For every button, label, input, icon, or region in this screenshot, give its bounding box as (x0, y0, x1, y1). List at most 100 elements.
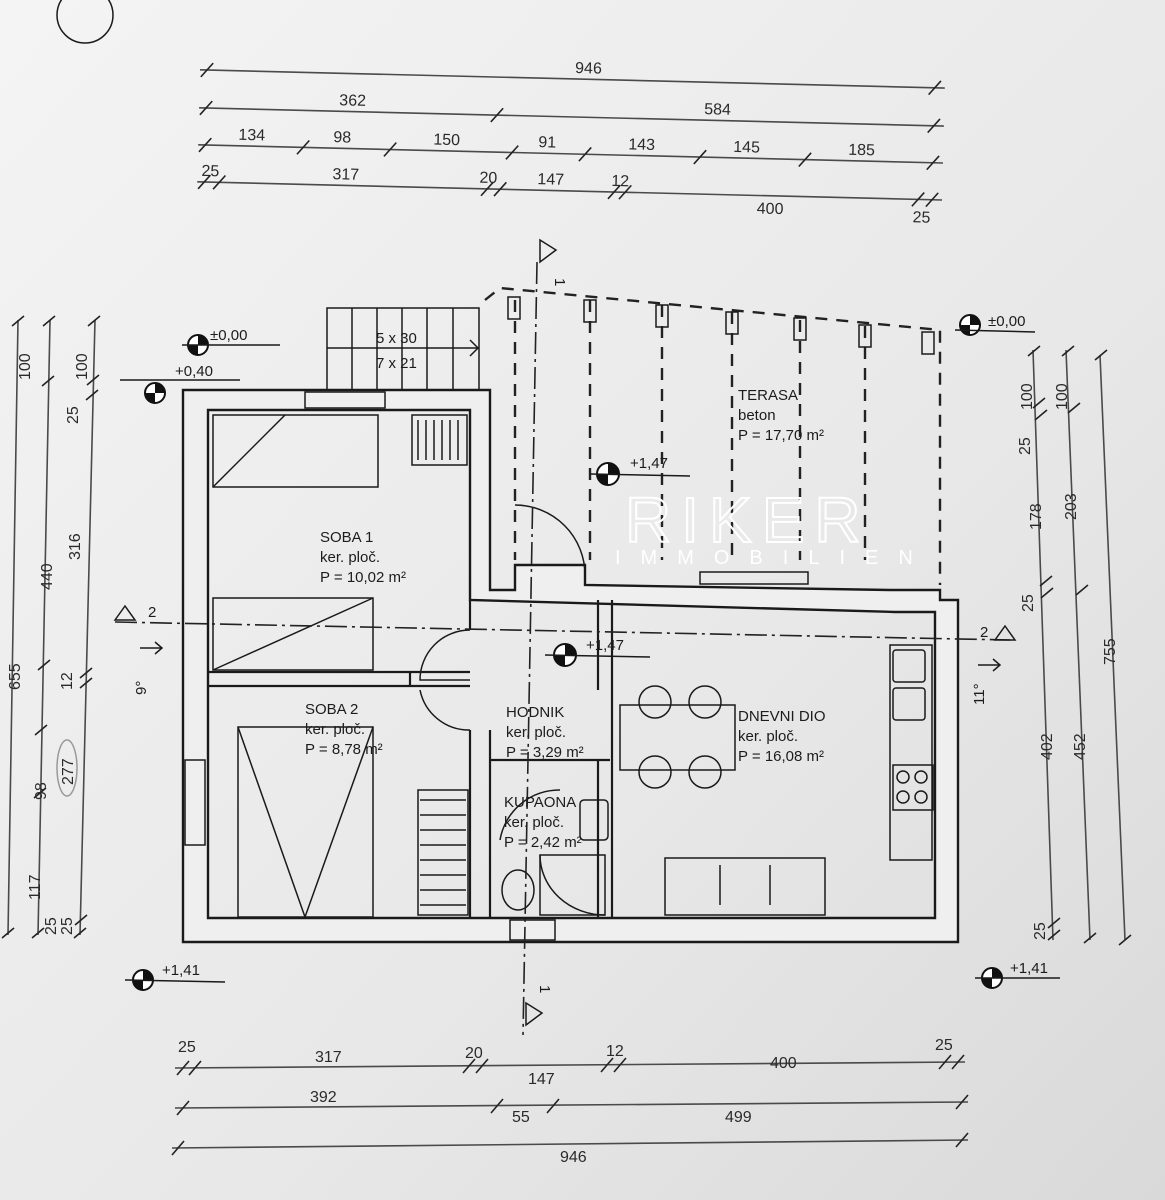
section-2-left-label: 2 (148, 604, 156, 621)
dim-top-147: 147 (537, 171, 564, 189)
dim-top-20: 20 (479, 170, 497, 187)
stairs-steps-2: 7 x 21 (376, 355, 417, 372)
dim-bottom-400: 400 (770, 1055, 797, 1072)
dim-top-overall: 946 (575, 60, 602, 78)
svg-text:P = 2,42 m²: P = 2,42 m² (504, 834, 582, 851)
dim-top-584: 584 (704, 101, 731, 119)
dim-top-12: 12 (611, 173, 629, 190)
svg-text:P = 16,08 m²: P = 16,08 m² (738, 748, 824, 765)
dim-right-755: 755 (1102, 638, 1119, 665)
window-bathroom (509, 919, 556, 941)
dim-top-91: 91 (538, 134, 556, 151)
section-1-bottom-label: 1 (536, 985, 553, 993)
dim-top-143: 143 (628, 136, 655, 154)
dim-top-400: 400 (757, 200, 784, 218)
dim-bottom-wall-25b: 25 (935, 1037, 953, 1054)
section-1-top-arrow (539, 238, 558, 264)
dim-right-25b: 25 (1020, 594, 1037, 612)
svg-text:P = 10,02 m²: P = 10,02 m² (320, 569, 406, 586)
doors (419, 504, 586, 841)
top-dimensions: 946 362 584 134 98 150 91 143 145 185 25… (197, 60, 945, 227)
dim-left-12: 12 (59, 672, 76, 690)
marked-dimension-ellipse (56, 739, 78, 797)
terrace-post-caps (507, 296, 935, 355)
svg-text:±0,00: ±0,00 (988, 313, 1025, 330)
dim-top-98: 98 (333, 129, 351, 146)
slope-arrow-right-icon (978, 658, 1002, 672)
dim-bottom-wall-25: 25 (178, 1039, 196, 1056)
building: 5 x 30 7 x 21 (114, 261, 1011, 1036)
dim-left-277: 277 (60, 758, 77, 785)
level-markers: ±0,00 +0,40 ±0,00 +1,47 +1,47 +1,41 +1,4… (120, 313, 1060, 991)
left-dimensions: 655 100 440 98 117 25 100 25 316 12 277 … (1, 315, 101, 939)
dim-left-316: 316 (67, 533, 84, 560)
dim-top-317: 317 (332, 166, 359, 184)
dim-left-25a: 25 (59, 917, 76, 935)
svg-text:ker. ploč.: ker. ploč. (738, 728, 798, 745)
section-markers: 1 1 2 2 9° 11° (113, 238, 1017, 1027)
section-line-1 (522, 261, 538, 1036)
dim-right-25a: 25 (1017, 437, 1034, 455)
svg-text:P = 17,70 m²: P = 17,70 m² (738, 427, 824, 444)
dim-top-wall-25b: 25 (912, 209, 930, 226)
window-terrace (699, 571, 809, 585)
svg-text:P = 3,29 m²: P = 3,29 m² (506, 744, 584, 761)
section-2-right-label: 2 (980, 624, 988, 641)
dim-top-134: 134 (238, 127, 265, 145)
svg-text:+1,47: +1,47 (586, 637, 624, 654)
dim-right-203: 203 (1063, 493, 1080, 520)
level-marker-bottom-right: +1,41 (975, 960, 1060, 989)
dim-bottom-499: 499 (725, 1109, 752, 1126)
level-marker-terrace: +1,47 (589, 455, 691, 486)
dim-bottom-392: 392 (310, 1089, 337, 1106)
stairs-steps-1: 5 x 30 (376, 330, 417, 347)
dim-bottom-55: 55 (512, 1109, 530, 1126)
right-dimensions: 100 25 178 25 402 25 100 203 452 755 (1017, 345, 1132, 946)
dim-top-wall-25: 25 (201, 163, 219, 180)
svg-text:DNEVNI DIO: DNEVNI DIO (738, 708, 826, 725)
terrace-outline (484, 286, 942, 585)
dim-top-150: 150 (433, 132, 460, 150)
svg-text:ker. ploč.: ker. ploč. (305, 721, 365, 738)
svg-text:±0,00: ±0,00 (210, 327, 247, 344)
dim-bottom-12: 12 (606, 1043, 624, 1060)
svg-text:ker. ploč.: ker. ploč. (504, 814, 564, 831)
section-2-right-arrow (993, 624, 1017, 641)
page-number-circle (56, 0, 114, 44)
dim-right-25c: 25 (1032, 922, 1049, 940)
svg-text:+0,40: +0,40 (175, 363, 213, 380)
svg-text:TERASA: TERASA (738, 387, 798, 404)
svg-text:ker. ploč.: ker. ploč. (320, 549, 380, 566)
dim-right-402: 402 (1039, 733, 1056, 760)
level-marker-hall: +1,47 (544, 637, 651, 667)
dim-left-117: 117 (27, 874, 44, 900)
svg-text:+1,41: +1,41 (1010, 960, 1048, 977)
svg-text:+1,41: +1,41 (162, 962, 200, 979)
interior-walls (208, 600, 614, 918)
dim-left-98: 98 (33, 782, 50, 800)
level-marker-top-right: ±0,00 (954, 313, 1036, 336)
dim-bottom-147: 147 (528, 1071, 555, 1088)
slope-arrow-left-icon (140, 641, 164, 655)
dim-bottom-20: 20 (465, 1045, 483, 1062)
svg-text:HODNIK: HODNIK (506, 704, 564, 721)
dim-top-145: 145 (733, 139, 760, 157)
section-2-left-arrow (113, 604, 137, 621)
dim-left-100a: 100 (17, 353, 34, 380)
dim-bottom-317: 317 (315, 1049, 342, 1066)
watermark-brand: RIKER (625, 484, 871, 556)
dim-right-178: 178 (1028, 503, 1045, 530)
level-marker-bottom-left: +1,41 (124, 962, 226, 991)
slope-right-label: 11° (971, 683, 988, 705)
dim-left-655: 655 (7, 663, 24, 690)
slope-left-label: 9° (133, 681, 150, 695)
exterior-walls (181, 388, 960, 944)
dim-bottom-946: 946 (560, 1149, 587, 1166)
window-north (304, 391, 386, 409)
terrace-posts (513, 300, 867, 560)
dim-right-100b: 100 (1054, 383, 1071, 410)
